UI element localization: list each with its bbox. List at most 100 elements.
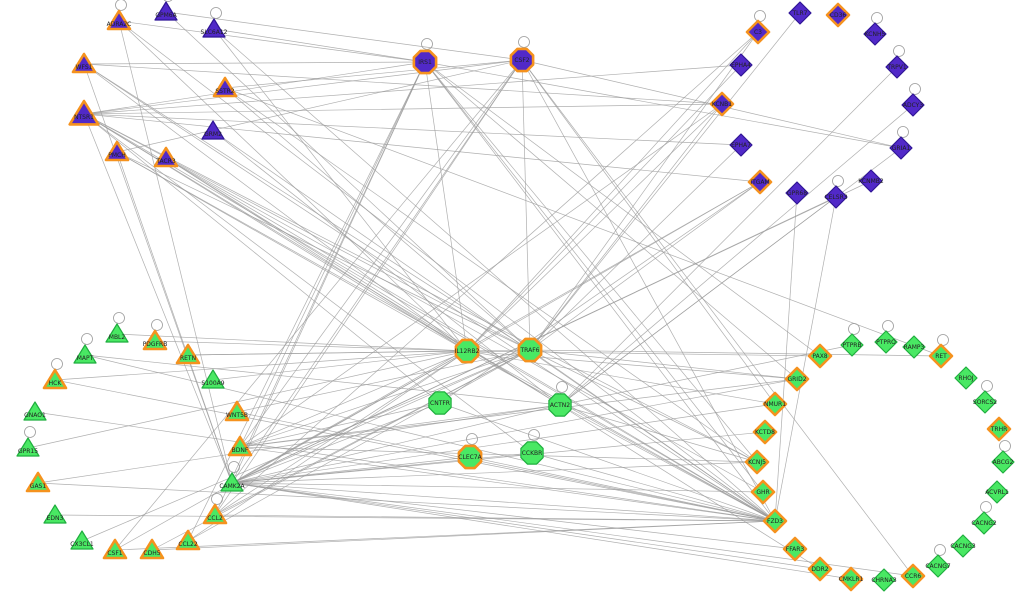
node-MAPT[interactable]: MAPT	[73, 344, 97, 364]
node-CHRNA3[interactable]: CHRNA3	[871, 568, 897, 592]
node-CCL22[interactable]: CCL22	[175, 529, 201, 551]
diamond-shape[interactable]	[750, 479, 776, 505]
diamond-shape[interactable]	[709, 91, 735, 117]
diamond-shape[interactable]	[807, 556, 833, 582]
diamond-shape[interactable]	[928, 343, 954, 369]
diamond-shape[interactable]	[973, 390, 997, 414]
node-KCNMB2[interactable]: KCNMB2	[858, 169, 884, 193]
node-IL12RB2[interactable]: IL12RB2	[454, 338, 480, 364]
node-SORCS2[interactable]: SORCS2	[973, 390, 997, 414]
diamond-shape[interactable]	[762, 508, 788, 534]
node-CSF1[interactable]: CSF1	[102, 538, 128, 560]
octagon-shape[interactable]	[509, 47, 535, 73]
diamond-shape[interactable]	[729, 133, 753, 157]
diamond-shape[interactable]	[840, 333, 864, 357]
octagon-shape[interactable]	[517, 337, 543, 363]
triangle-shape[interactable]	[175, 343, 201, 365]
node-ADCY3[interactable]: ADCY3	[901, 93, 925, 117]
node-RAMP3[interactable]: RAMP3	[902, 335, 926, 359]
node-CNTFR[interactable]: CNTFR	[428, 391, 452, 415]
triangle-shape[interactable]	[202, 503, 228, 525]
node-RHOJ[interactable]: RHOJ	[954, 366, 978, 390]
node-CMKLR1[interactable]: CMKLR1	[838, 566, 864, 592]
node-ITGAM[interactable]: ITGAM	[747, 169, 773, 195]
diamond-shape[interactable]	[785, 181, 809, 205]
triangle-shape[interactable]	[202, 18, 226, 38]
node-KCNH5[interactable]: KCNH5	[863, 22, 887, 46]
diamond-shape[interactable]	[885, 55, 909, 79]
diamond-shape[interactable]	[902, 335, 926, 359]
node-PDGFRB[interactable]: PDGFRB	[143, 329, 168, 351]
diamond-shape[interactable]	[782, 536, 808, 562]
node-WFS1[interactable]: WFS1	[71, 52, 97, 74]
node-CCR6[interactable]: CCR6	[900, 563, 926, 589]
node-TLR7[interactable]: TLR7	[788, 1, 812, 25]
node-CSF2[interactable]: CSF2	[509, 47, 535, 73]
diamond-shape[interactable]	[985, 480, 1009, 504]
node-IRS1[interactable]: IRS1	[412, 49, 438, 75]
octagon-shape[interactable]	[457, 444, 483, 470]
triangle-shape[interactable]	[224, 400, 250, 422]
octagon-shape[interactable]	[454, 338, 480, 364]
node-ACTN2[interactable]: ACTN2	[548, 393, 572, 417]
node-PTPRO[interactable]: PTPRO	[874, 330, 898, 354]
node-RET[interactable]: RET	[928, 343, 954, 369]
node-DDR2[interactable]: DDR2	[807, 556, 833, 582]
triangle-shape[interactable]	[227, 435, 253, 457]
node-CX3CL1[interactable]: CX3CL1	[70, 530, 94, 550]
diamond-shape[interactable]	[991, 450, 1015, 474]
diamond-shape[interactable]	[951, 534, 975, 558]
node-ACVRL1[interactable]: ACVRL1	[985, 480, 1009, 504]
node-TACR3[interactable]: TACR3	[153, 146, 179, 168]
triangle-shape[interactable]	[102, 538, 128, 560]
triangle-shape[interactable]	[43, 504, 67, 524]
node-GNAO1[interactable]: GNAO1	[23, 401, 47, 421]
diamond-shape[interactable]	[986, 416, 1012, 442]
node-FFAR3[interactable]: FFAR3	[782, 536, 808, 562]
diamond-shape[interactable]	[752, 419, 778, 445]
node-PTPRB[interactable]: PTPRB	[840, 333, 864, 357]
triangle-shape[interactable]	[153, 146, 179, 168]
diamond-shape[interactable]	[859, 169, 883, 193]
diamond-shape[interactable]	[788, 1, 812, 25]
diamond-shape[interactable]	[863, 22, 887, 46]
node-FZD3[interactable]: FZD3	[762, 508, 788, 534]
node-CD36[interactable]: CD36	[825, 2, 851, 28]
diamond-shape[interactable]	[838, 566, 864, 592]
triangle-shape[interactable]	[23, 401, 47, 421]
triangle-shape[interactable]	[105, 323, 129, 343]
triangle-shape[interactable]	[106, 9, 132, 31]
diamond-shape[interactable]	[954, 366, 978, 390]
node-GRM2[interactable]: GRM2	[201, 120, 225, 140]
node-KCTD8[interactable]: KCTD8	[752, 419, 778, 445]
octagon-shape[interactable]	[412, 49, 438, 75]
triangle-shape[interactable]	[175, 529, 201, 551]
node-PAX8[interactable]: PAX8	[807, 343, 833, 369]
octagon-shape[interactable]	[520, 441, 544, 465]
diamond-shape[interactable]	[744, 449, 770, 475]
triangle-shape[interactable]	[154, 1, 178, 21]
node-TRHR[interactable]: TRHR	[986, 416, 1012, 442]
diamond-shape[interactable]	[874, 330, 898, 354]
node-GPR15[interactable]: GPR15	[16, 437, 40, 457]
triangle-shape[interactable]	[70, 530, 94, 550]
triangle-shape[interactable]	[73, 344, 97, 364]
diamond-shape[interactable]	[972, 511, 996, 535]
diamond-shape[interactable]	[747, 169, 773, 195]
triangle-shape[interactable]	[71, 52, 97, 74]
node-C3[interactable]: C3	[745, 19, 771, 45]
diamond-shape[interactable]	[762, 391, 788, 417]
node-KCNJ5[interactable]: KCNJ5	[744, 449, 770, 475]
node-WNT5B[interactable]: WNT5B	[224, 400, 250, 422]
triangle-shape[interactable]	[201, 120, 225, 140]
node-GPR68[interactable]: GPR68	[785, 181, 809, 205]
octagon-shape[interactable]	[548, 393, 572, 417]
node-EDN3[interactable]: EDN3	[43, 504, 67, 524]
node-CACNG3[interactable]: CACNG3	[950, 534, 976, 558]
triangle-shape[interactable]	[212, 76, 238, 98]
diamond-shape[interactable]	[729, 53, 753, 77]
triangle-shape[interactable]	[220, 472, 244, 492]
diamond-shape[interactable]	[926, 554, 950, 578]
diamond-shape[interactable]	[900, 563, 926, 589]
